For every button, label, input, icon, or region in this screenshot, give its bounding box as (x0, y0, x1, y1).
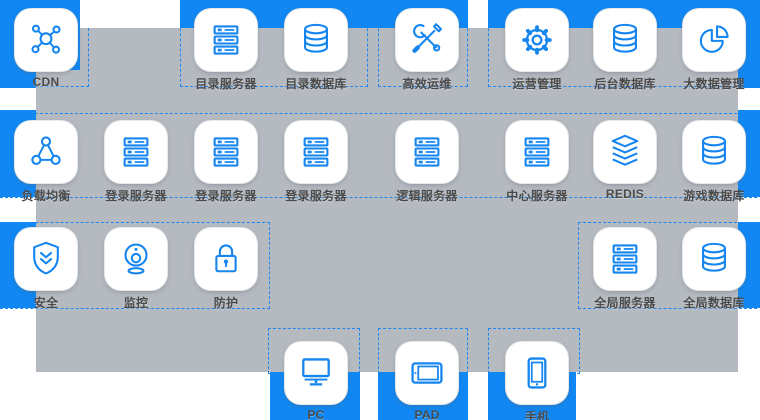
lock-icon (195, 228, 257, 290)
node-triangle-icon (15, 121, 77, 183)
node-label: 运营管理 (512, 77, 562, 91)
node-login-server-3[interactable]: 登录服务器 (273, 121, 359, 204)
node-label: 登录服务器 (105, 189, 167, 203)
node-pc[interactable]: PC (273, 342, 359, 420)
database-icon (594, 9, 656, 71)
tools-icon (396, 9, 458, 71)
database-icon (683, 228, 745, 290)
node-global-server[interactable]: 全局服务器 (582, 228, 668, 311)
node-label: 目录服务器 (195, 77, 257, 91)
node-label: 安全 (33, 296, 59, 310)
node-label: 负载均衡 (21, 189, 71, 203)
gear-icon (506, 9, 568, 71)
shield-icon (15, 228, 77, 290)
node-monitoring[interactable]: 监控 (93, 228, 179, 311)
server-icon (285, 121, 347, 183)
network-hub-icon (15, 9, 77, 71)
node-label: PC (307, 408, 325, 420)
node-label: 游戏数据库 (683, 189, 745, 203)
node-center-server[interactable]: 中心服务器 (494, 121, 580, 204)
node-redis[interactable]: REDIS (582, 121, 668, 201)
node-label: 手机 (524, 410, 550, 420)
server-icon (195, 9, 257, 71)
server-icon (195, 121, 257, 183)
node-label: 后台数据库 (594, 77, 656, 91)
server-icon (506, 121, 568, 183)
webcam-icon (105, 228, 167, 290)
server-icon (396, 121, 458, 183)
node-login-server-2[interactable]: 登录服务器 (183, 121, 269, 204)
node-login-server-1[interactable]: 登录服务器 (93, 121, 179, 204)
node-label: 防护 (213, 296, 239, 310)
database-icon (285, 9, 347, 71)
node-label: 大数据管理 (683, 77, 745, 91)
group-box-security (0, 222, 270, 309)
node-label: 逻辑服务器 (396, 189, 458, 203)
node-load-balancer[interactable]: 负载均衡 (3, 121, 89, 204)
node-label: REDIS (605, 187, 645, 201)
node-backend-db[interactable]: 后台数据库 (582, 9, 668, 92)
tablet-icon (396, 342, 458, 404)
node-pad[interactable]: PAD (384, 342, 470, 420)
node-mobile[interactable]: 手机 (494, 342, 580, 420)
node-global-db[interactable]: 全局数据库 (671, 228, 757, 311)
node-ops-manage[interactable]: 运营管理 (494, 9, 580, 92)
layers-icon (594, 121, 656, 183)
database-icon (683, 121, 745, 183)
pie-chart-icon (683, 9, 745, 71)
node-label: 高效运维 (402, 77, 452, 91)
node-label: 全局服务器 (594, 296, 656, 310)
server-icon (594, 228, 656, 290)
node-dir-db[interactable]: 目录数据库 (273, 9, 359, 92)
node-label: 全局数据库 (683, 296, 745, 310)
smartphone-icon (506, 342, 568, 404)
node-label: 中心服务器 (506, 189, 568, 203)
node-label: 登录服务器 (195, 189, 257, 203)
node-ops-maintain[interactable]: 高效运维 (384, 9, 470, 92)
node-label: 监控 (123, 296, 149, 310)
server-icon (105, 121, 167, 183)
node-protection[interactable]: 防护 (183, 228, 269, 311)
node-bigdata-manage[interactable]: 大数据管理 (671, 9, 757, 92)
node-label: 目录数据库 (285, 77, 347, 91)
node-label: 登录服务器 (285, 189, 347, 203)
node-cdn[interactable]: CDN (3, 9, 89, 89)
node-logic-server[interactable]: 逻辑服务器 (384, 121, 470, 204)
canvas-background (36, 28, 738, 372)
node-game-db[interactable]: 游戏数据库 (671, 121, 757, 204)
node-label: CDN (32, 75, 60, 89)
group-box-cdn (0, 28, 89, 87)
node-label: PAD (414, 408, 440, 420)
node-security[interactable]: 安全 (3, 228, 89, 311)
node-dir-server[interactable]: 目录服务器 (183, 9, 269, 92)
desktop-icon (285, 342, 347, 404)
